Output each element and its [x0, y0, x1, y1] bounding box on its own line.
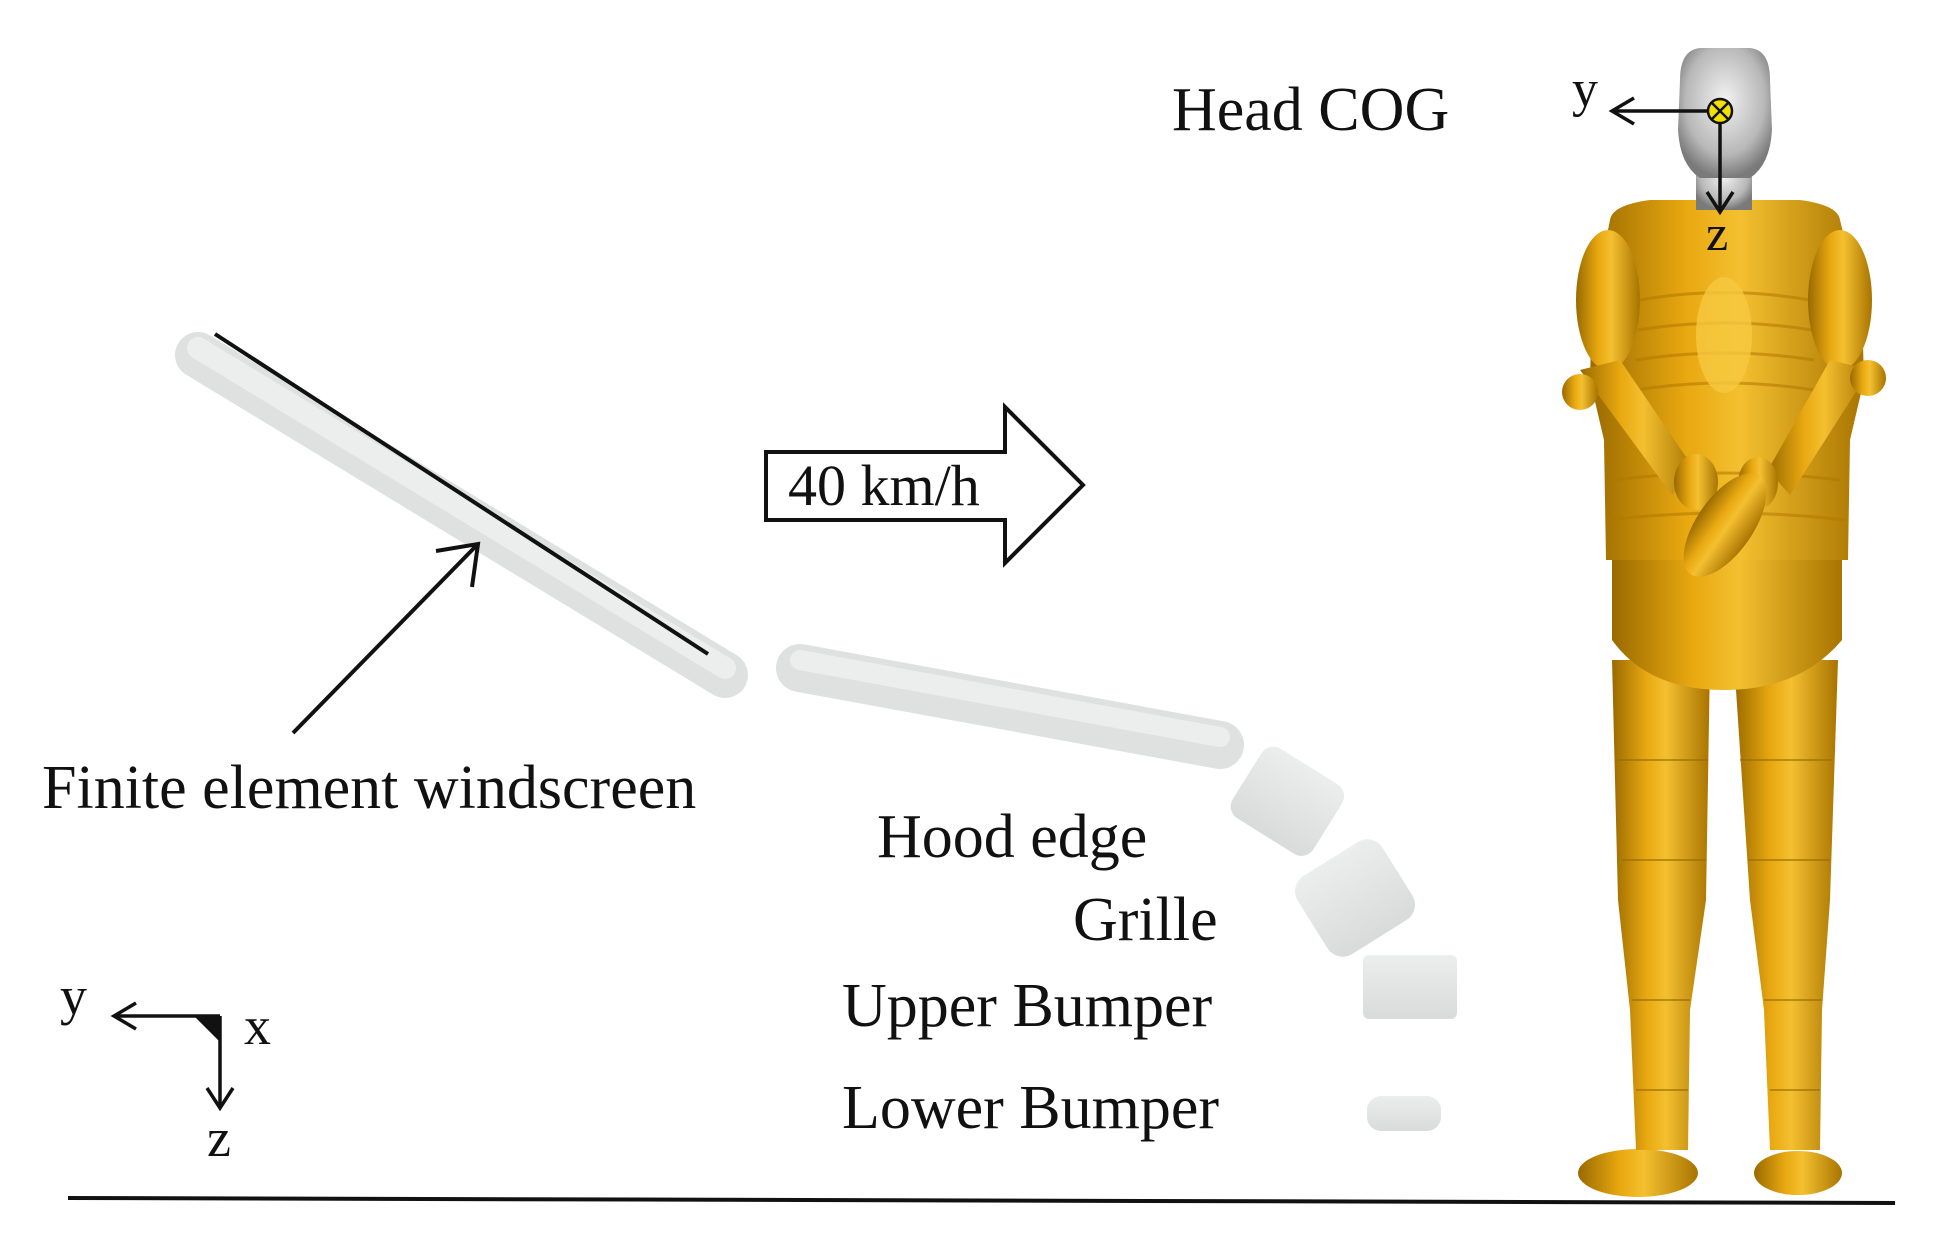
right-leg — [1734, 660, 1838, 1150]
vehicle-axis-x-label: x — [244, 996, 271, 1056]
windscreen-part — [175, 332, 748, 698]
vehicle-axes-x-marker — [194, 1016, 220, 1042]
grille-part — [1295, 839, 1415, 957]
speed-arrow: 40 km/h — [764, 402, 1086, 568]
hood-edge-part — [1230, 746, 1345, 856]
lower-bumper-part — [1367, 1096, 1441, 1131]
grille-label: Grille — [1073, 886, 1218, 954]
head-axis-y-label: y — [1572, 61, 1598, 118]
vehicle-axis-y-label: y — [60, 966, 87, 1026]
pelvis — [1612, 560, 1842, 690]
head-cog-marker — [1706, 97, 1734, 125]
windscreen-pointer-arrow — [291, 541, 481, 735]
hood-edge-label: Hood edge — [877, 803, 1147, 871]
ground-line — [67, 1196, 1896, 1205]
right-upper-arm — [1768, 360, 1870, 495]
left-shoulder — [1576, 230, 1640, 370]
head-axis-z-label: z — [1706, 205, 1728, 261]
left-upper-arm — [1580, 360, 1695, 495]
left-leg — [1612, 660, 1710, 1150]
vehicle-axis-z-label: z — [207, 1108, 231, 1168]
right-elbow — [1850, 360, 1886, 396]
sternum — [1696, 277, 1752, 393]
right-foot — [1754, 1151, 1842, 1195]
windscreen-line — [213, 332, 710, 656]
left-hand — [1674, 454, 1718, 510]
vehicle-parts — [175, 332, 1457, 1131]
left-foot — [1578, 1149, 1698, 1197]
head-cog-axes — [1608, 96, 1735, 216]
windscreen-label: Finite element windscreen — [42, 754, 696, 822]
speed-label: 40 km/h — [788, 453, 980, 518]
upper-bumper-label: Upper Bumper — [842, 972, 1213, 1040]
upper-bumper-part — [1363, 955, 1457, 1019]
left-elbow — [1562, 374, 1598, 410]
lower-bumper-label: Lower Bumper — [842, 1074, 1219, 1142]
head-cog-label: Head COG — [1172, 76, 1449, 144]
right-shoulder — [1808, 230, 1872, 370]
joined-hands — [1683, 473, 1767, 577]
hood-part — [776, 644, 1244, 769]
pedestrian-dummy — [1562, 48, 1886, 1197]
